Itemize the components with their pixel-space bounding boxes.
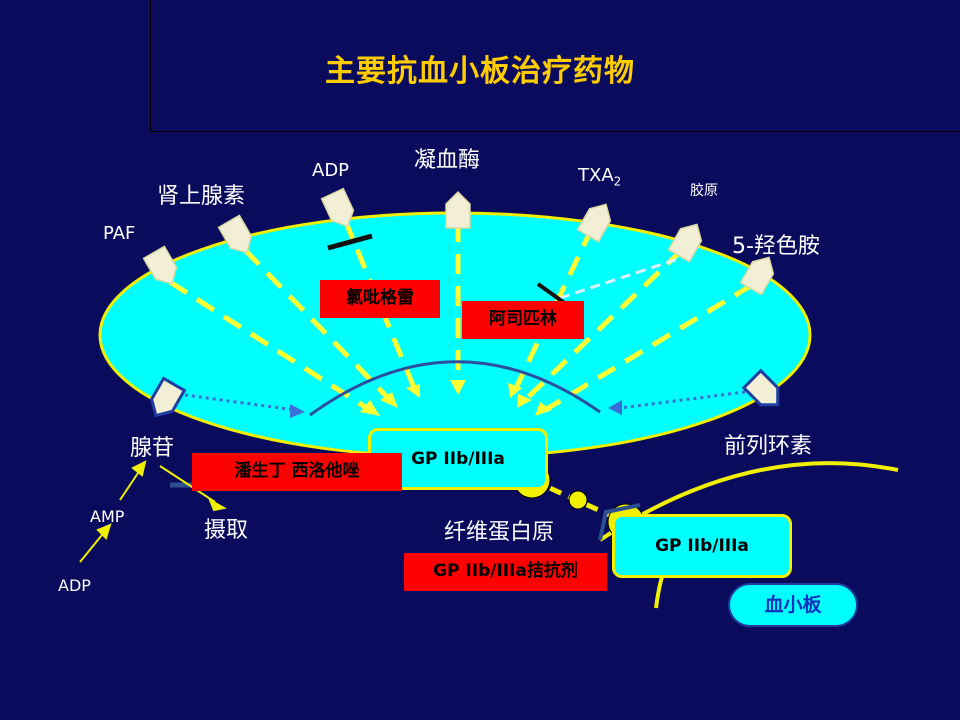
receptor-txa2 [576,203,612,243]
slide-title: 主要抗血小板治疗药物 [325,54,635,89]
drug-clopidogrel: 氯吡格雷 [320,280,440,318]
camp-arrows [184,390,746,412]
platelet-body [98,211,812,459]
aspirin-block-bar [536,282,568,306]
receptor-epinephrine [217,214,253,254]
receptor-prostacyclin [741,368,780,407]
label-amp: AMP [90,507,125,526]
receptor-paf [142,245,178,285]
camp-arrowhead-left [290,404,305,418]
label-adp-bottom: ADP [58,576,91,595]
label-epinephrine: 肾上腺素 [157,184,246,209]
label-serotonin: 5-羟色胺 [732,234,820,259]
intracellular-arc [309,360,601,417]
receptor-adp [320,187,355,228]
signal-arrows [168,219,754,413]
label-prostacyclin: 前列环素 [724,434,813,459]
receptor-thrombin [445,190,471,229]
label-collagen: 胶原 [690,183,718,199]
receptors [142,187,775,296]
receptor-serotonin [739,256,775,296]
label-txa2-subscript: 2 [613,174,622,189]
title-frame [150,0,960,132]
gp-receptor-second-label: GP IIb/IIIa [655,536,749,556]
drug-aspirin: 阿司匹林 [462,301,584,339]
gp-receptor-main: GP IIb/IIIa [368,428,548,490]
label-thrombin: 凝血酶 [414,148,481,173]
gp-receptor-second: GP IIb/IIIa [612,514,792,578]
drug-dipyridamole-cilostazol: 潘生丁 西洛他唑 [192,453,402,491]
label-uptake: 摄取 [204,518,249,543]
label-adp: ADP [312,160,350,181]
collagen-link [559,253,691,300]
label-txa2: TXA2 [578,165,621,189]
label-adenosine: 腺苷 [130,436,175,461]
platelet-label-text: 血小板 [764,594,822,616]
adenosine-pathway [79,460,227,563]
label-fibrinogen: 纤维蛋白原 [444,520,555,545]
label-txa2-text: TXA [578,165,614,186]
receptor-collagen [667,223,703,263]
label-paf: PAF [103,223,136,244]
platelet-label: 血小板 [728,583,858,627]
camp-arrowhead-right [608,400,622,415]
clopidogrel-block-bar [327,233,373,251]
gp-receptor-main-label: GP IIb/IIIa [411,449,505,469]
fibrinogen-node-2 [568,490,588,510]
receptor-adenosine [149,376,187,418]
gp-antagonist-bracket [598,503,641,541]
drug-gp-antagonist: GP IIb/IIIa拮抗剂 [404,553,607,591]
arrow-heads [360,380,552,416]
